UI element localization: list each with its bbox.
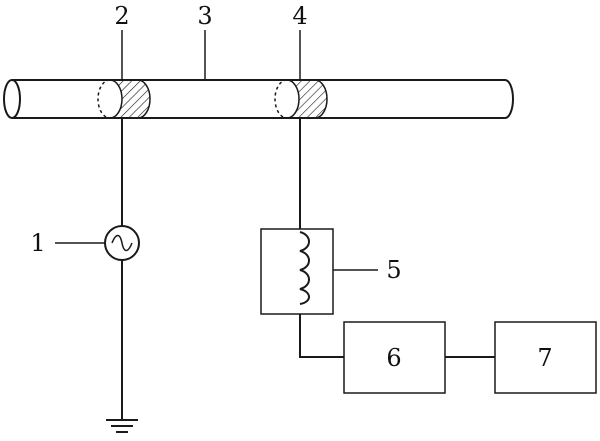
ring-4 [274,79,328,119]
coil-box [260,228,334,315]
label-4: 4 [292,2,307,30]
label-2: 2 [114,2,129,30]
label-6: 6 [386,344,401,372]
label-1: 1 [30,229,45,257]
wire-5-to-6 [299,314,344,358]
coil-icon [299,231,310,305]
label-7: 7 [537,344,552,372]
ring-2 [97,79,151,119]
cylinder-conductor [3,79,514,119]
label-5: 5 [386,256,401,284]
block-7 [494,321,597,394]
block-6 [343,321,446,394]
ground-icon [106,419,138,433]
label-3: 3 [197,2,212,30]
ac-source-icon [104,225,140,261]
